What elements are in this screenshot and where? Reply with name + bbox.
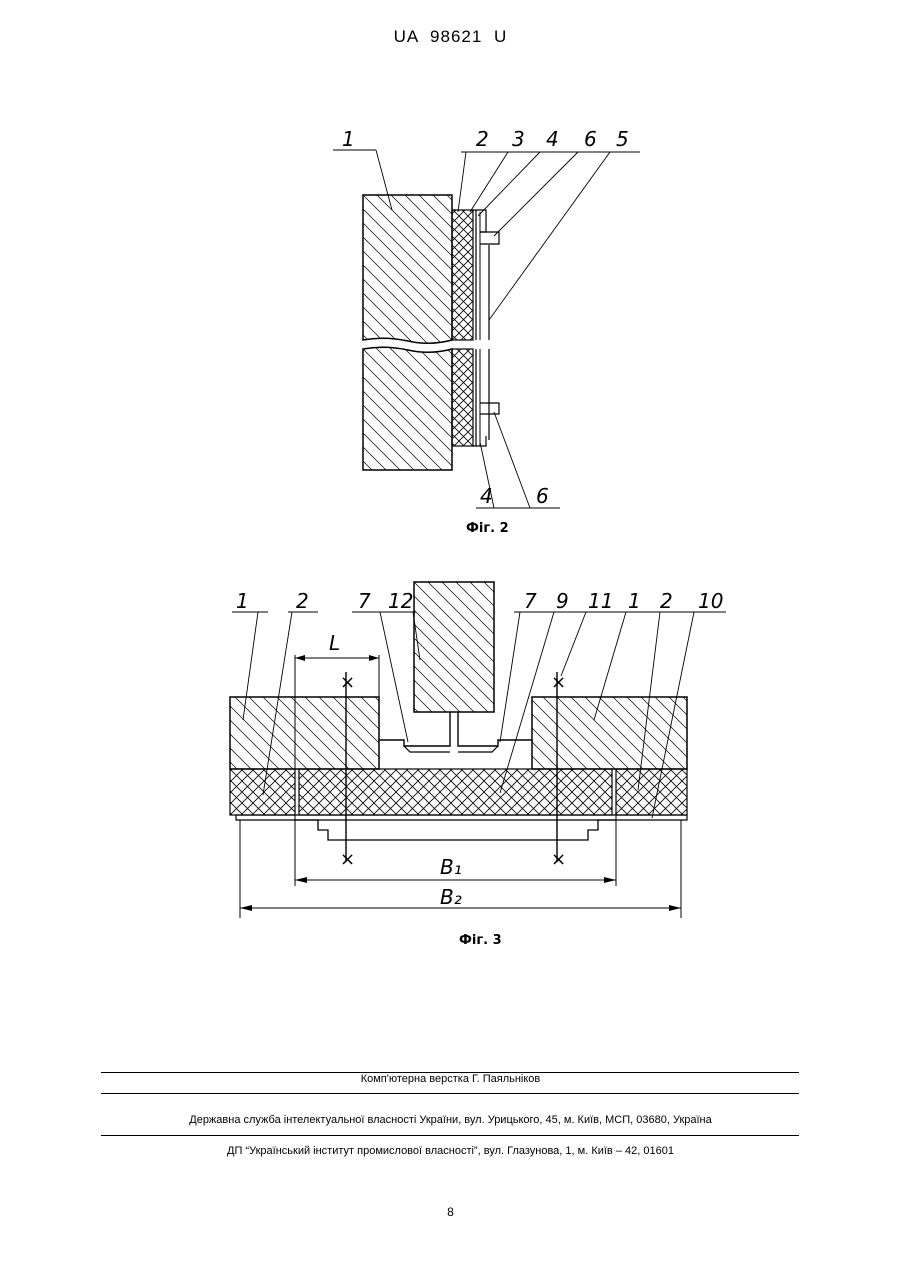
- figure-2-caption: Фіг. 2: [466, 521, 509, 536]
- insulation-left: [230, 769, 295, 815]
- svg-text:×: ×: [340, 672, 355, 693]
- svg-text:×: ×: [551, 849, 566, 870]
- fig3-label-9: 9: [556, 589, 569, 613]
- footer-rule-2: [101, 1093, 799, 1094]
- insulation-upper: [452, 210, 473, 340]
- footer-rule-3: [101, 1135, 799, 1136]
- fig3-label-12: 12: [388, 589, 413, 613]
- left-wall-block: [230, 697, 379, 769]
- fig3-label-2-right: 2: [660, 589, 673, 613]
- fig3-label-2-left: 2: [296, 589, 309, 613]
- fig3-label-7-left: 7: [358, 589, 371, 613]
- svg-text:×: ×: [340, 849, 355, 870]
- figure-2-drawing: 1 2 3 4 6 5 4 6: [0, 0, 901, 560]
- dimension-B2: B₂: [440, 885, 462, 909]
- fig2-label-4: 4: [546, 127, 559, 151]
- svg-text:×: ×: [551, 672, 566, 693]
- footer-institute: ДП “Український інститут промислової вла…: [0, 1145, 901, 1157]
- fig2-label-4-bottom: 4: [480, 484, 493, 508]
- fig3-label-7-right: 7: [524, 589, 537, 613]
- dimension-L: L: [329, 631, 340, 655]
- wall-upper: [363, 195, 452, 343]
- figure-3-drawing: × × × × 1 2 7 12 7 9 11 1 2 10 L B₁ B₂: [0, 560, 901, 940]
- fig2-label-1: 1: [342, 127, 355, 151]
- footer-agency: Державна служба інтелектуальної власност…: [0, 1114, 901, 1126]
- figure-3-caption: Фіг. 3: [459, 933, 502, 948]
- column-12: [414, 582, 494, 712]
- footer-layout-credit: Комп'ютерна верстка Г. Паяльніков: [0, 1073, 901, 1085]
- fig3-label-1-left: 1: [236, 589, 249, 613]
- dimension-B1: B₁: [440, 855, 462, 879]
- page-number: 8: [0, 1205, 901, 1219]
- insulation-right: [616, 769, 687, 815]
- fig3-label-10: 10: [698, 589, 723, 613]
- fig2-label-3: 3: [512, 127, 525, 151]
- fig2-label-6: 6: [584, 127, 597, 151]
- fig2-label-2: 2: [476, 127, 489, 151]
- fig3-label-11: 11: [588, 589, 613, 613]
- insulation-lower: [452, 349, 473, 446]
- wall-lower: [363, 347, 452, 470]
- fig2-label-5: 5: [616, 127, 629, 151]
- fig2-label-6-bottom: 6: [536, 484, 549, 508]
- fig3-label-1-right: 1: [628, 589, 641, 613]
